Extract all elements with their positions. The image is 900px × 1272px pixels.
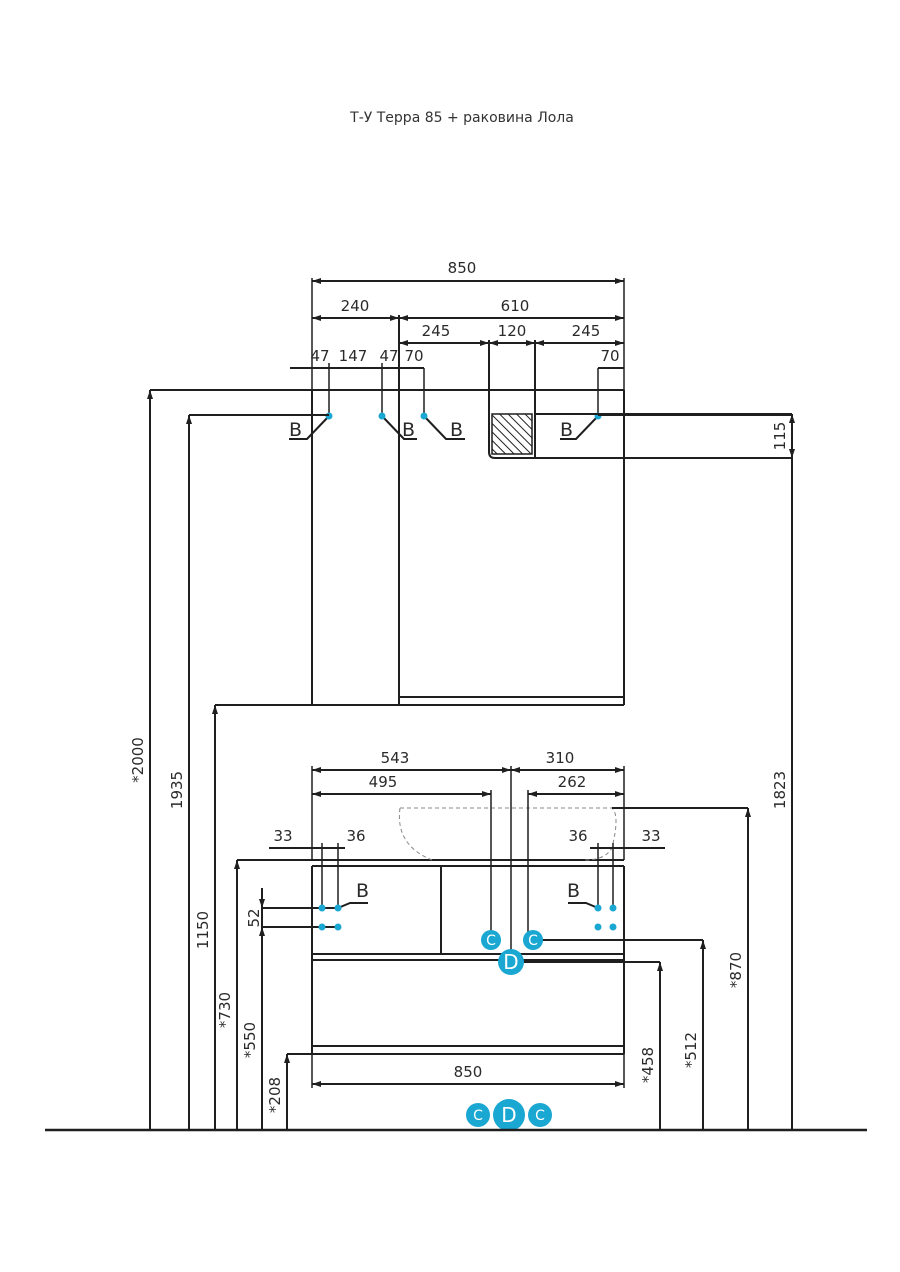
label-c: C bbox=[535, 1108, 545, 1124]
dim-70-left: 70 bbox=[404, 347, 423, 365]
fixing-point bbox=[420, 412, 428, 420]
dim-base-310: 310 bbox=[546, 749, 575, 767]
hot-water-marker bbox=[523, 930, 543, 950]
dim-70-right: 70 bbox=[600, 347, 619, 365]
dim-height-730: *730 bbox=[216, 992, 234, 1028]
dim-47-left: 47 bbox=[310, 347, 329, 365]
dim-height-458: *458 bbox=[639, 1047, 657, 1083]
dim-base-52: 52 bbox=[245, 908, 263, 927]
base-width-dimension bbox=[311, 1054, 625, 1088]
dim-shelf-height: 115 bbox=[771, 422, 789, 451]
dim-section-a: 245 bbox=[422, 322, 451, 340]
fixing-point bbox=[594, 923, 602, 931]
label-c: C bbox=[473, 1108, 483, 1124]
label-d: D bbox=[501, 1103, 516, 1127]
dim-base-495: 495 bbox=[369, 773, 398, 791]
utility-markers bbox=[466, 930, 552, 1131]
dim-upper-left: 240 bbox=[341, 297, 370, 315]
label-d: D bbox=[503, 950, 518, 974]
fixing-point bbox=[318, 904, 326, 912]
label-b: B bbox=[450, 419, 463, 441]
label-c: C bbox=[486, 933, 496, 949]
dim-height-208: *208 bbox=[266, 1077, 284, 1113]
upper-fixing-points bbox=[289, 412, 602, 440]
upper-dimension-lines bbox=[290, 278, 625, 415]
dim-height-1823: 1823 bbox=[771, 771, 789, 809]
legend-c-marker bbox=[528, 1103, 552, 1127]
label-b: B bbox=[560, 419, 573, 441]
label-b: B bbox=[402, 419, 415, 441]
dim-height-2000: *2000 bbox=[129, 737, 147, 783]
fixing-point bbox=[318, 923, 326, 931]
dim-section-b: 120 bbox=[498, 322, 527, 340]
dim-upper-right: 610 bbox=[501, 297, 530, 315]
upper-cabinet bbox=[311, 315, 792, 706]
label-b: B bbox=[356, 880, 369, 902]
dim-base-33-right: 33 bbox=[641, 827, 660, 845]
cold-water-marker bbox=[481, 930, 501, 950]
fixing-point bbox=[334, 923, 342, 931]
drain-marker bbox=[498, 949, 524, 975]
fixing-point bbox=[594, 904, 602, 912]
dim-base-262: 262 bbox=[558, 773, 587, 791]
fixing-point bbox=[609, 923, 617, 931]
dim-base-543: 543 bbox=[381, 749, 410, 767]
label-b: B bbox=[289, 419, 302, 441]
height-dimension-lines bbox=[147, 389, 793, 1130]
label-c: C bbox=[528, 933, 538, 949]
dim-height-512: *512 bbox=[682, 1032, 700, 1068]
dim-height-1935: 1935 bbox=[168, 771, 186, 809]
drawing-title: Т-У Терра 85 + раковина Лола bbox=[349, 110, 574, 126]
base-dimension-lines bbox=[269, 766, 665, 955]
hatched-section bbox=[491, 413, 533, 455]
fixing-point bbox=[609, 904, 617, 912]
dim-height-1150: 1150 bbox=[194, 911, 212, 949]
legend-c-marker bbox=[466, 1103, 490, 1127]
dim-base-33-left: 33 bbox=[273, 827, 292, 845]
dim-base-36-left: 36 bbox=[346, 827, 365, 845]
base-fixing-points bbox=[259, 888, 617, 936]
dim-upper-width: 850 bbox=[448, 259, 477, 277]
label-b: B bbox=[567, 880, 580, 902]
dim-height-550: *550 bbox=[241, 1022, 259, 1058]
shelf-height-dimension bbox=[535, 413, 795, 458]
fixing-point bbox=[378, 412, 386, 420]
base-height-dimension-lines bbox=[234, 807, 751, 1130]
fixing-point bbox=[334, 904, 342, 912]
dim-section-c: 245 bbox=[572, 322, 601, 340]
dim-147: 147 bbox=[339, 347, 368, 365]
dim-base-width: 850 bbox=[454, 1063, 483, 1081]
dim-base-36-right: 36 bbox=[568, 827, 587, 845]
dim-47-right: 47 bbox=[379, 347, 398, 365]
dim-height-870: *870 bbox=[727, 952, 745, 988]
legend-d-marker bbox=[493, 1099, 525, 1131]
